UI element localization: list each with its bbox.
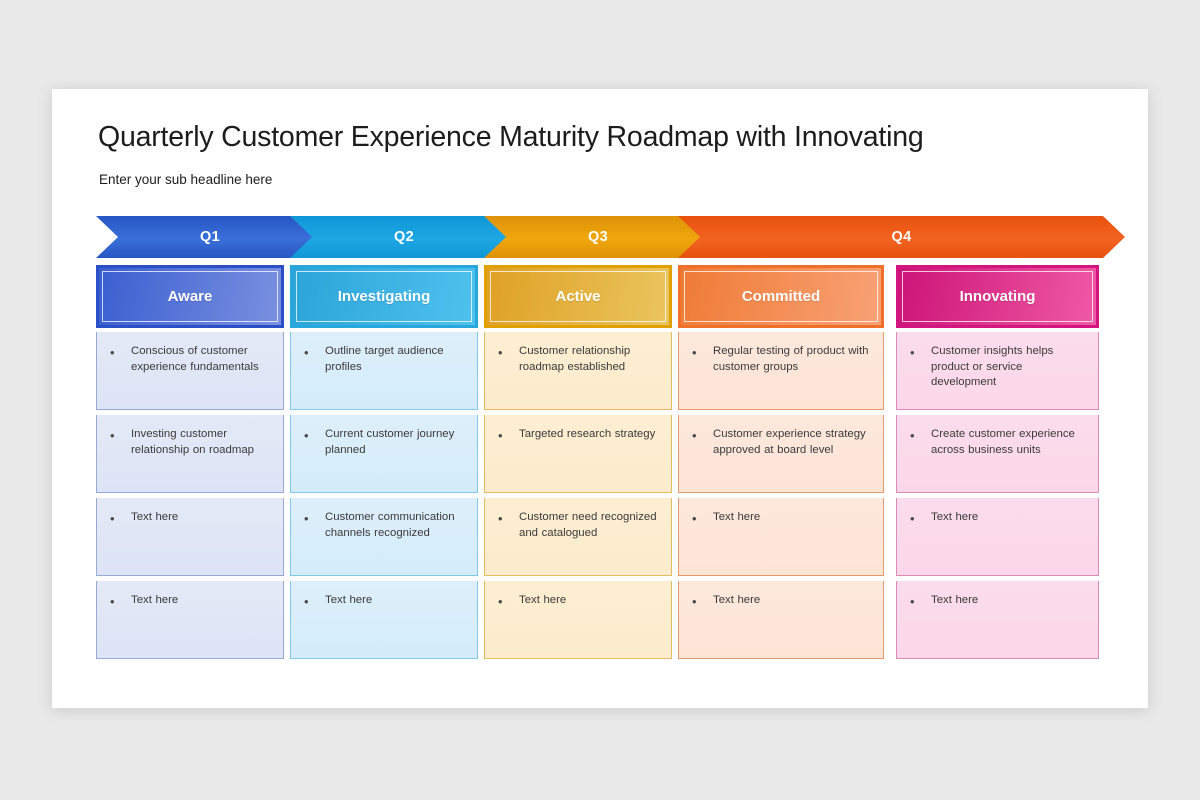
grid-cell[interactable]: • Text here xyxy=(290,581,478,659)
quarter-arrow-banner: Q1 Q2 Q3 Q4 xyxy=(96,216,1125,258)
stage-header-label: Investigating xyxy=(337,288,431,305)
bullet-icon: • xyxy=(498,511,503,526)
bullet-icon: • xyxy=(498,345,503,360)
slide-card: Quarterly Customer Experience Maturity R… xyxy=(52,89,1148,708)
grid-cell-text: Text here xyxy=(931,511,979,523)
grid-cell[interactable]: • Customer communication channels recogni… xyxy=(290,498,478,576)
grid-cell-text: Text here xyxy=(325,594,373,606)
grid-cell-text: Regular testing of product with customer… xyxy=(713,345,869,373)
bullet-icon: • xyxy=(498,428,503,443)
grid-column-active: • Customer relationship roadmap establish… xyxy=(484,332,672,662)
grid-cell[interactable]: • Current customer journey planned xyxy=(290,415,478,493)
grid-cell[interactable]: • Targeted research strategy xyxy=(484,415,672,493)
bullet-icon: • xyxy=(110,345,115,360)
bullet-icon: • xyxy=(304,345,309,360)
bullet-icon: • xyxy=(692,511,697,526)
grid-cell[interactable]: • Outline target audience profiles xyxy=(290,332,478,410)
stage-header-investigating[interactable]: Investigating xyxy=(290,265,478,328)
bullet-icon: • xyxy=(110,511,115,526)
bullet-icon: • xyxy=(910,594,915,609)
grid-cell-text: Outline target audience profiles xyxy=(325,345,444,373)
page-title: Quarterly Customer Experience Maturity R… xyxy=(98,121,924,153)
stage-header-active[interactable]: Active xyxy=(484,265,672,328)
bullet-icon: • xyxy=(498,594,503,609)
stage-header-committed[interactable]: Committed xyxy=(678,265,884,328)
grid-cell-text: Conscious of customer experience fundame… xyxy=(131,345,259,373)
grid-cell-text: Customer experience strategy approved at… xyxy=(713,428,866,456)
bullet-icon: • xyxy=(304,594,309,609)
bullet-icon: • xyxy=(910,511,915,526)
quarter-arrow-label: Q2 xyxy=(394,228,414,245)
grid-cell[interactable]: • Conscious of customer experience fundam… xyxy=(96,332,284,410)
bullet-icon: • xyxy=(692,594,697,609)
grid-cell[interactable]: • Text here xyxy=(896,498,1099,576)
bullet-icon: • xyxy=(692,428,697,443)
grid-cell-text: Customer need recognized and catalogued xyxy=(519,511,657,539)
grid-cell-text: Investing customer relationship on roadm… xyxy=(131,428,255,456)
grid-column-aware: • Conscious of customer experience fundam… xyxy=(96,332,284,662)
grid-cell-text: Text here xyxy=(131,594,179,606)
quarter-arrow-label: Q3 xyxy=(588,228,608,245)
page-subtitle: Enter your sub headline here xyxy=(99,172,273,187)
grid-cell[interactable]: • Text here xyxy=(96,498,284,576)
grid-cell[interactable]: • Text here xyxy=(896,581,1099,659)
grid-cell[interactable]: • Customer need recognized and catalogued xyxy=(484,498,672,576)
bullet-icon: • xyxy=(110,428,115,443)
stage-header-label: Aware xyxy=(167,288,213,305)
bullet-icon: • xyxy=(692,345,697,360)
grid-cell-text: Text here xyxy=(131,511,179,523)
quarter-arrow-q1[interactable]: Q1 xyxy=(96,216,324,258)
stage-header-innovating[interactable]: Innovating xyxy=(896,265,1099,328)
grid-cell[interactable]: • Create customer experience across busin… xyxy=(896,415,1099,493)
grid-cell[interactable]: • Customer experience strategy approved a… xyxy=(678,415,884,493)
grid-cell-text: Text here xyxy=(713,594,761,606)
grid-column-investigating: • Outline target audience profiles • Curren… xyxy=(290,332,478,662)
bullet-icon: • xyxy=(910,345,915,360)
grid-cell-text: Text here xyxy=(519,594,567,606)
stage-header-label: Innovating xyxy=(959,288,1036,305)
grid-cell[interactable]: • Text here xyxy=(678,498,884,576)
grid-cell-text: Text here xyxy=(931,594,979,606)
quarter-arrow-label: Q1 xyxy=(200,228,220,245)
grid-cell[interactable]: • Customer relationship roadmap establish… xyxy=(484,332,672,410)
grid-cell-text: Customer relationship roadmap establishe… xyxy=(519,345,631,373)
grid-cell-text: Current customer journey planned xyxy=(325,428,455,456)
grid-cell[interactable]: • Regular testing of product with custome… xyxy=(678,332,884,410)
grid-column-innovating: • Customer insights helps product or serv… xyxy=(896,332,1099,662)
quarter-arrow-q3[interactable]: Q3 xyxy=(484,216,712,258)
grid-cell-text: Create customer experience across busine… xyxy=(931,428,1075,456)
bullet-icon: • xyxy=(304,511,309,526)
grid-cell[interactable]: • Customer insights helps product or serv… xyxy=(896,332,1099,410)
quarter-arrow-q4[interactable]: Q4 xyxy=(678,216,1125,258)
stage-header-row: Aware Investigating Active Committed Innovat… xyxy=(96,265,1125,328)
grid-cell-text: Text here xyxy=(713,511,761,523)
grid-cell-text: Customer communication channels recogniz… xyxy=(325,511,455,539)
grid-cell[interactable]: • Text here xyxy=(96,581,284,659)
maturity-grid: • Conscious of customer experience fundam… xyxy=(96,332,1125,662)
grid-cell[interactable]: • Investing customer relationship on road… xyxy=(96,415,284,493)
stage-header-label: Committed xyxy=(741,288,821,305)
bullet-icon: • xyxy=(910,428,915,443)
quarter-arrow-q2[interactable]: Q2 xyxy=(290,216,518,258)
grid-cell-text: Customer insights helps product or servi… xyxy=(931,345,1054,388)
grid-cell-text: Targeted research strategy xyxy=(519,428,656,440)
grid-cell[interactable]: • Text here xyxy=(678,581,884,659)
bullet-icon: • xyxy=(304,428,309,443)
grid-column-committed: • Regular testing of product with custome… xyxy=(678,332,884,662)
bullet-icon: • xyxy=(110,594,115,609)
grid-cell[interactable]: • Text here xyxy=(484,581,672,659)
quarter-arrow-label: Q4 xyxy=(891,228,912,245)
stage-header-label: Active xyxy=(555,288,601,305)
stage-header-aware[interactable]: Aware xyxy=(96,265,284,328)
